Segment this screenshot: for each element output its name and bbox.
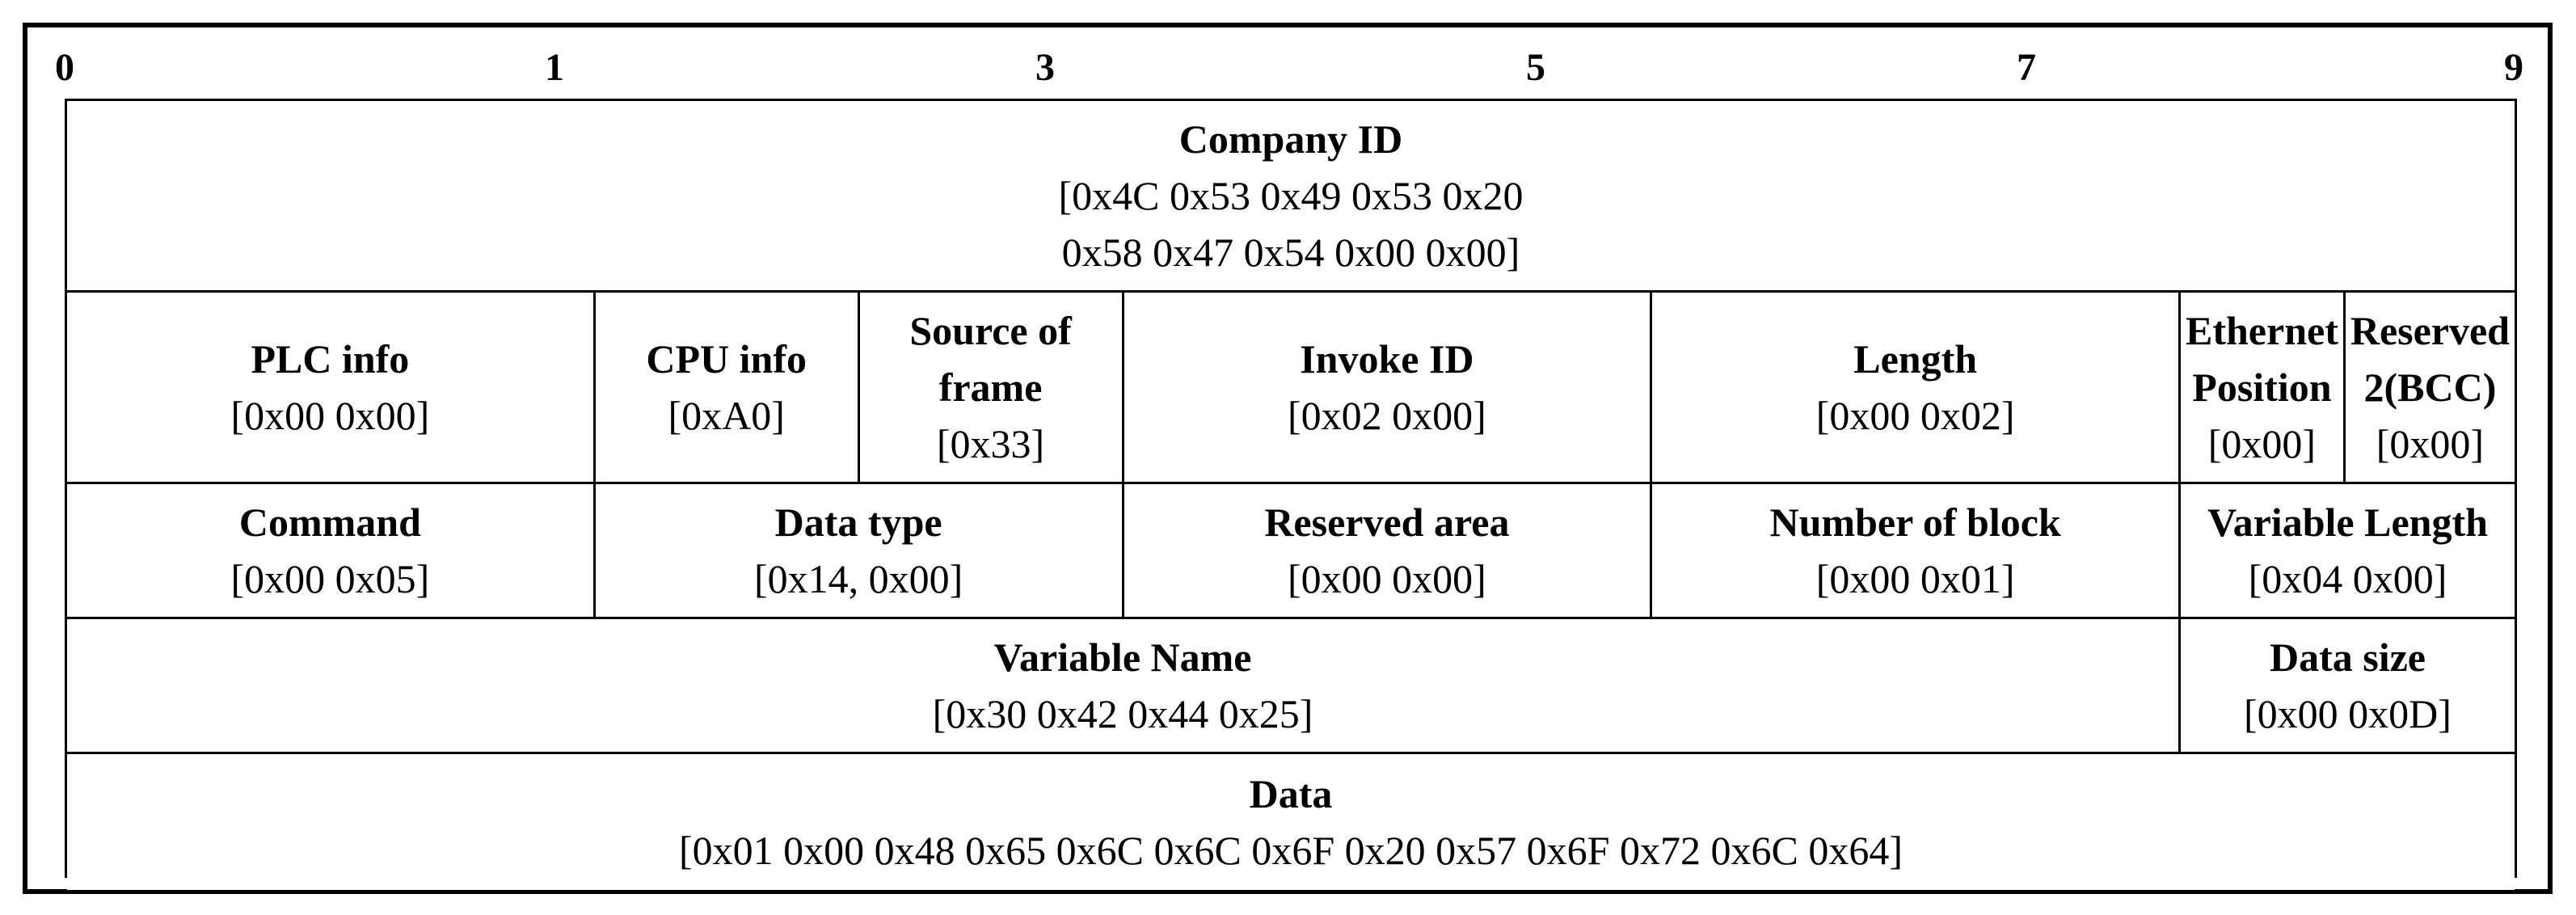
field-value: [0x00] xyxy=(2376,421,2485,466)
field-label: Reserved 2(BCC) xyxy=(2350,308,2510,410)
reserved-area-cell: Reserved area [0x00 0x00] xyxy=(1124,484,1651,617)
invoke-id-cell: Invoke ID [0x02 0x00] xyxy=(1124,293,1651,482)
field-value: [0x30 0x42 0x44 0x25] xyxy=(932,691,1313,736)
ethernet-position-cell: Ethernet Position [0x00] xyxy=(2181,293,2343,482)
data-type-cell: Data type [0x14, 0x00] xyxy=(595,484,1122,617)
diagram-frame xyxy=(23,23,2553,894)
field-label: Ethernet Position xyxy=(2186,308,2338,410)
data-cell: Data [0x01 0x00 0x48 0x65 0x6C 0x6C 0x6F… xyxy=(67,754,2515,890)
plc-info-cell: PLC info [0x00 0x00] xyxy=(67,293,593,482)
tick-label: 1 xyxy=(545,46,564,89)
command-cell: Command [0x00 0x05] xyxy=(67,484,593,617)
field-label: Data type xyxy=(774,500,942,545)
field-label: Company ID xyxy=(1178,116,1403,162)
field-label: Variable Length xyxy=(2207,500,2488,545)
field-value: [0x00 0x0D] xyxy=(2244,691,2452,736)
field-label: Number of block xyxy=(1769,500,2061,545)
data-size-cell: Data size [0x00 0x0D] xyxy=(2181,619,2515,752)
field-label: Command xyxy=(238,500,421,545)
field-label: CPU info xyxy=(646,336,807,382)
tick-label: 7 xyxy=(2017,46,2036,89)
tick-label: 3 xyxy=(1035,46,1055,89)
variable-length-cell: Variable Length [0x04 0x00] xyxy=(2181,484,2515,617)
field-label: Data size xyxy=(2270,635,2426,680)
field-label: Source of frame xyxy=(909,308,1072,410)
field-value: [0x01 0x00 0x48 0x65 0x6C 0x6C 0x6F 0x20… xyxy=(679,828,1903,873)
tick-label: 9 xyxy=(2504,46,2523,89)
field-value: [0x04 0x00] xyxy=(2248,556,2447,601)
field-label: PLC info xyxy=(251,336,410,382)
tick-label: 5 xyxy=(1526,46,1545,89)
field-value: [0x4C 0x53 0x49 0x53 0x20 xyxy=(1058,173,1524,218)
byte-offset-scale: 0 1 3 5 7 9 xyxy=(0,48,2576,97)
field-value: [0xA0] xyxy=(668,393,785,438)
field-value: [0x00 0x00] xyxy=(1287,556,1486,601)
field-label: Reserved area xyxy=(1264,500,1510,545)
field-value: [0x14, 0x00] xyxy=(753,556,963,601)
company-id-cell: Company ID [0x4C 0x53 0x49 0x53 0x20 0x5… xyxy=(67,101,2515,290)
cpu-info-cell: CPU info [0xA0] xyxy=(595,293,858,482)
field-label: Length xyxy=(1853,336,1978,382)
length-cell: Length [0x00 0x02] xyxy=(1652,293,2178,482)
source-of-frame-cell: Source of frame [0x33] xyxy=(859,293,1122,482)
field-value: [0x00 0x00] xyxy=(230,393,430,438)
field-value: [0x00 0x02] xyxy=(1815,393,2015,438)
frame-format-table: Company ID [0x4C 0x53 0x49 0x53 0x20 0x5… xyxy=(65,99,2517,890)
field-value: [0x00] xyxy=(2207,421,2317,466)
number-of-block-cell: Number of block [0x00 0x01] xyxy=(1652,484,2178,617)
field-value: [0x00 0x01] xyxy=(1815,556,2015,601)
variable-name-cell: Variable Name [0x30 0x42 0x44 0x25] xyxy=(67,619,2178,752)
field-value: [0x00 0x05] xyxy=(230,556,430,601)
field-label: Data xyxy=(1249,771,1333,816)
field-value: [0x02 0x00] xyxy=(1287,393,1486,438)
field-label: Variable Name xyxy=(993,635,1252,680)
field-value: [0x33] xyxy=(936,421,1045,466)
tick-label: 0 xyxy=(55,46,74,89)
field-label: Invoke ID xyxy=(1300,336,1474,382)
reserved-2-bcc-cell: Reserved 2(BCC) [0x00] xyxy=(2345,293,2515,482)
field-value: 0x58 0x47 0x54 0x00 0x00] xyxy=(1061,230,1520,275)
